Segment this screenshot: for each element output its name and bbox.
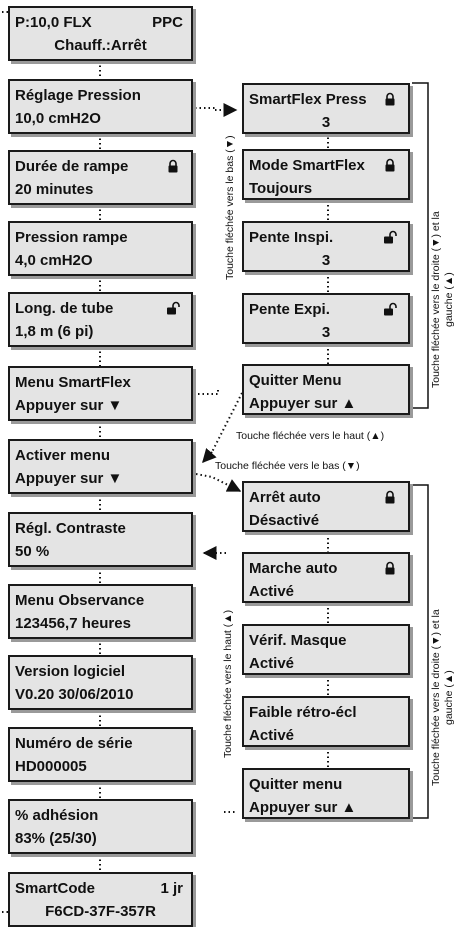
main-menu-box-value: 20 minutes [15, 181, 94, 198]
main-menu-box-title: Activer menu [15, 447, 111, 464]
unlock-icon [384, 230, 397, 244]
main-menu-box-title: Régl. Contraste [15, 520, 126, 537]
main-menu-box-title: Numéro de série [15, 735, 133, 752]
unlock-icon [167, 301, 180, 315]
lock-icon [385, 92, 395, 106]
main-menu-box-title: Long. de tube [15, 300, 114, 317]
smartflex-menu-box-title: SmartFlex Press [249, 91, 367, 108]
activate-menu-box-value: Activé [249, 655, 295, 672]
main-menu-box-right-value: PPC [152, 14, 183, 31]
main-menu-box: % adhésion 83% (25/30) [8, 799, 193, 854]
activate-menu-box-title: Faible rétro-écl [249, 704, 357, 721]
main-menu-box: Régl. Contraste 50 % [8, 512, 193, 567]
activate-menu-box-value: Désactivé [249, 512, 320, 529]
right-left-arrow-label-2: Touche fléchée vers le droite (▼) et la … [430, 609, 455, 786]
smartflex-menu-box-value: Appuyer sur ▲ [249, 395, 357, 412]
right-left-arrow-label-1: Touche fléchée vers le droite (▼) et la … [430, 211, 455, 388]
main-menu-box-value: 10,0 cmH2O [15, 110, 101, 127]
main-menu-box-title: Menu Observance [15, 592, 145, 609]
smartflex-menu-box: Pente Inspi. 3 [242, 221, 410, 272]
smartflex-menu-box-title: Pente Expi. [249, 301, 330, 318]
main-menu-box-title: SmartCode [15, 880, 96, 897]
main-menu-box-value: 50 % [15, 543, 50, 560]
main-menu-box-value: F6CD-37F-357R [45, 903, 156, 920]
smartflex-menu-box-title: Pente Inspi. [249, 229, 334, 246]
main-menu-box-value: HD000005 [15, 758, 87, 775]
activate-menu-box-title: Quitter menu [249, 776, 343, 793]
main-menu-box-value: 4,0 cmH2O [15, 252, 93, 269]
main-menu-box-right-value: 1 jr [160, 880, 183, 897]
smartflex-menu-box: SmartFlex Press 3 [242, 83, 410, 134]
activate-menu-box-value: Activé [249, 583, 295, 600]
main-menu-box-title: Durée de rampe [15, 158, 129, 175]
main-menu-box-value: 83% (25/30) [15, 830, 97, 847]
main-menu-box: Menu Observance 123456,7 heures [8, 584, 193, 639]
main-menu-box-title: Réglage Pression [15, 87, 141, 104]
main-menu-box-title: Version logiciel [15, 663, 126, 680]
lock-icon [385, 561, 395, 575]
main-menu-box-value: Appuyer sur ▼ [15, 397, 123, 414]
smartflex-menu-box-title: Mode SmartFlex [249, 157, 365, 174]
unlock-icon [384, 302, 397, 316]
main-menu-box-value: Chauff.:Arrêt [54, 37, 147, 54]
activate-menu-box-title: Arrêt auto [249, 489, 321, 506]
smartflex-menu-box: Pente Expi. 3 [242, 293, 410, 344]
activate-menu-box-value: Activé [249, 727, 295, 744]
lock-icon [385, 490, 395, 504]
main-menu-box: Pression rampe 4,0 cmH2O [8, 221, 193, 276]
smartflex-menu-box-title: Quitter Menu [249, 372, 342, 389]
smartflex-menu-box-value: Toujours [249, 180, 313, 197]
main-menu-box: P:10,0 FLX PPC Chauff.:Arrêt [8, 6, 193, 61]
main-menu-box-title: % adhésion [15, 807, 99, 824]
down-arrow-vertical-label: Touche fléchée vers le bas (▼) [224, 135, 236, 280]
smartflex-menu-box-value: 3 [321, 252, 331, 269]
main-menu-box-title: Menu SmartFlex [15, 374, 131, 391]
main-menu-box: Réglage Pression 10,0 cmH2O [8, 79, 193, 134]
up-arrow-label: Touche fléchée vers le haut (▲) [236, 430, 385, 442]
lock-icon [385, 158, 395, 172]
activate-menu-box-title: Marche auto [249, 560, 338, 577]
activate-menu-box-title: Vérif. Masque [249, 632, 347, 649]
smartflex-menu-box-value: 3 [321, 114, 331, 131]
down-arrow-label-2: Touche fléchée vers le bas (▼) [215, 460, 360, 472]
main-menu-box-value: V0.20 30/06/2010 [15, 686, 134, 703]
main-menu-box-value: 123456,7 heures [15, 615, 131, 632]
main-menu-box-value: 1,8 m (6 pi) [15, 323, 94, 340]
lock-icon [168, 159, 178, 173]
main-menu-box: Durée de rampe 20 minutes [8, 150, 193, 205]
main-menu-box: Long. de tube 1,8 m (6 pi) [8, 292, 193, 347]
smartflex-menu-box-value: 3 [321, 324, 331, 341]
up-arrow-vertical-label: Touche fléchée vers le haut (▲) [222, 609, 234, 758]
activate-menu-box-value: Appuyer sur ▲ [249, 799, 357, 816]
main-menu-box-title: Pression rampe [15, 229, 128, 246]
main-menu-box-title: P:10,0 FLX [15, 14, 92, 31]
main-menu-box-value: Appuyer sur ▼ [15, 470, 123, 487]
